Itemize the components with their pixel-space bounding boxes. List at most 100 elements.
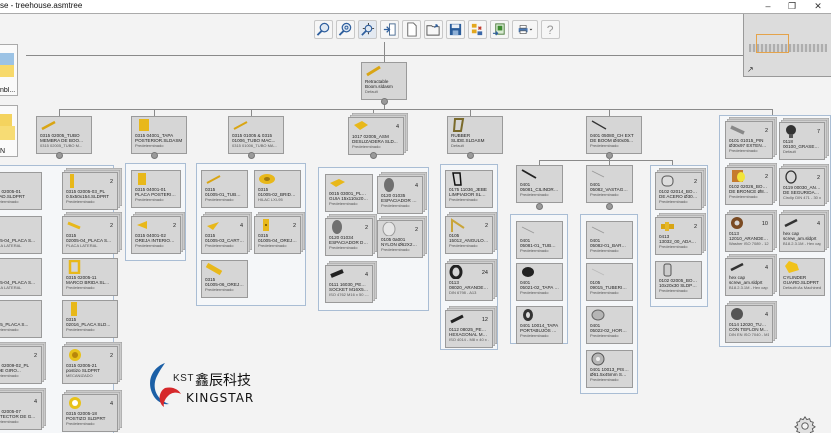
pan-zoom-button[interactable] [358,20,377,39]
gear-icon[interactable] [794,415,816,433]
node-text: Predeterminado [520,333,549,339]
expand-toggle[interactable] [56,152,63,159]
blocks-icon [0,114,15,140]
node-text: Predeterminado [0,373,19,379]
left-panel-tile-assembly[interactable]: nbl... [0,44,18,96]
expand-toggle[interactable] [248,152,255,159]
part-node[interactable]: 0315 02009-02_PL...L DE GIRO...Predeterm… [0,346,42,384]
close-button[interactable]: ✕ [814,1,822,11]
help-button[interactable]: ? [541,20,560,39]
node-text: Predeterminado [520,290,549,296]
assembly-node[interactable]: 0315 04001_TAPA POSTERIOR.SLDASM Predete… [131,116,187,154]
save-button[interactable] [446,20,465,39]
assembly-node[interactable]: 1017 02005_ASM DESLIZADERA SLD... Predet… [348,117,404,155]
node-text: Predeterminado [520,192,549,198]
assembly-node[interactable]: 0315 02005_TUBO MEMBRA DE BOO... 0315 02… [36,116,92,154]
assembly-node[interactable]: 0315 01005 & 0315 01006_TUBO MAC... 0315… [228,116,284,154]
node-text: 4 [816,221,820,227]
node-text: Predeterminado [590,377,619,383]
assembly-node[interactable]: 0401 05080_CH EXT DE BOOM Ø40x05... Pred… [586,116,642,154]
tree-layout-button[interactable] [468,20,487,39]
expand-arrow-icon[interactable]: ↗ [747,65,754,74]
pipe-part-icon [591,268,605,276]
magnifier-plus-icon [338,22,352,36]
zoom-in-out-button[interactable] [336,20,355,39]
plate-part-icon [71,302,77,316]
expand-toggle[interactable] [370,152,377,159]
left-panel-tile-n[interactable]: N [0,105,18,157]
node-text: 4 [33,399,37,405]
part-node[interactable]: 0119 00030_ANILLODE SEGURIDAD 30...Circl… [779,168,825,206]
new-document-button[interactable] [402,20,421,39]
overview-minimap[interactable]: ↗ [743,14,831,77]
open-button[interactable] [424,20,443,39]
assembly-node[interactable]: RUBBER SLIDE.SLDASM Default [447,116,503,154]
insert-button[interactable] [380,20,399,39]
part-thumbnail-icon [0,394,8,408]
part-thumbnail-icon [0,260,8,274]
expand-toggle[interactable] [606,203,613,210]
maximize-button[interactable]: ❐ [787,1,797,11]
part-node[interactable]: 0102 02005_BOCINA10x20x30 SLDPRTPredeter… [655,261,702,299]
part-node[interactable]: 031502015_PLACA S...Predeterminado [0,300,42,338]
expand-toggle[interactable] [467,152,474,159]
expand-toggle[interactable] [151,152,158,159]
zoom-to-fit-button[interactable] [314,20,333,39]
print-button[interactable] [512,20,538,39]
minimap-viewport[interactable] [756,34,789,53]
expand-toggle[interactable] [536,203,543,210]
root-assembly-node[interactable]: Retractable Boom.sldasm Default [361,62,407,100]
expand-toggle[interactable] [381,98,388,105]
angle-part-icon [451,218,465,232]
minimize-button[interactable]: – [765,1,771,11]
node-text: 7 [816,129,820,135]
export-button[interactable] [490,20,509,39]
part-node[interactable]: 0114 12020_TUERCACON TEFLON M12...DIN EN… [725,305,773,343]
part-node[interactable]: 0401 10013_PISTONØ61.5x45mm SLDP...Prede… [586,350,633,388]
part-node[interactable]: 0315 02005-07PROTECTOR DE G...Predetermi… [0,392,42,430]
